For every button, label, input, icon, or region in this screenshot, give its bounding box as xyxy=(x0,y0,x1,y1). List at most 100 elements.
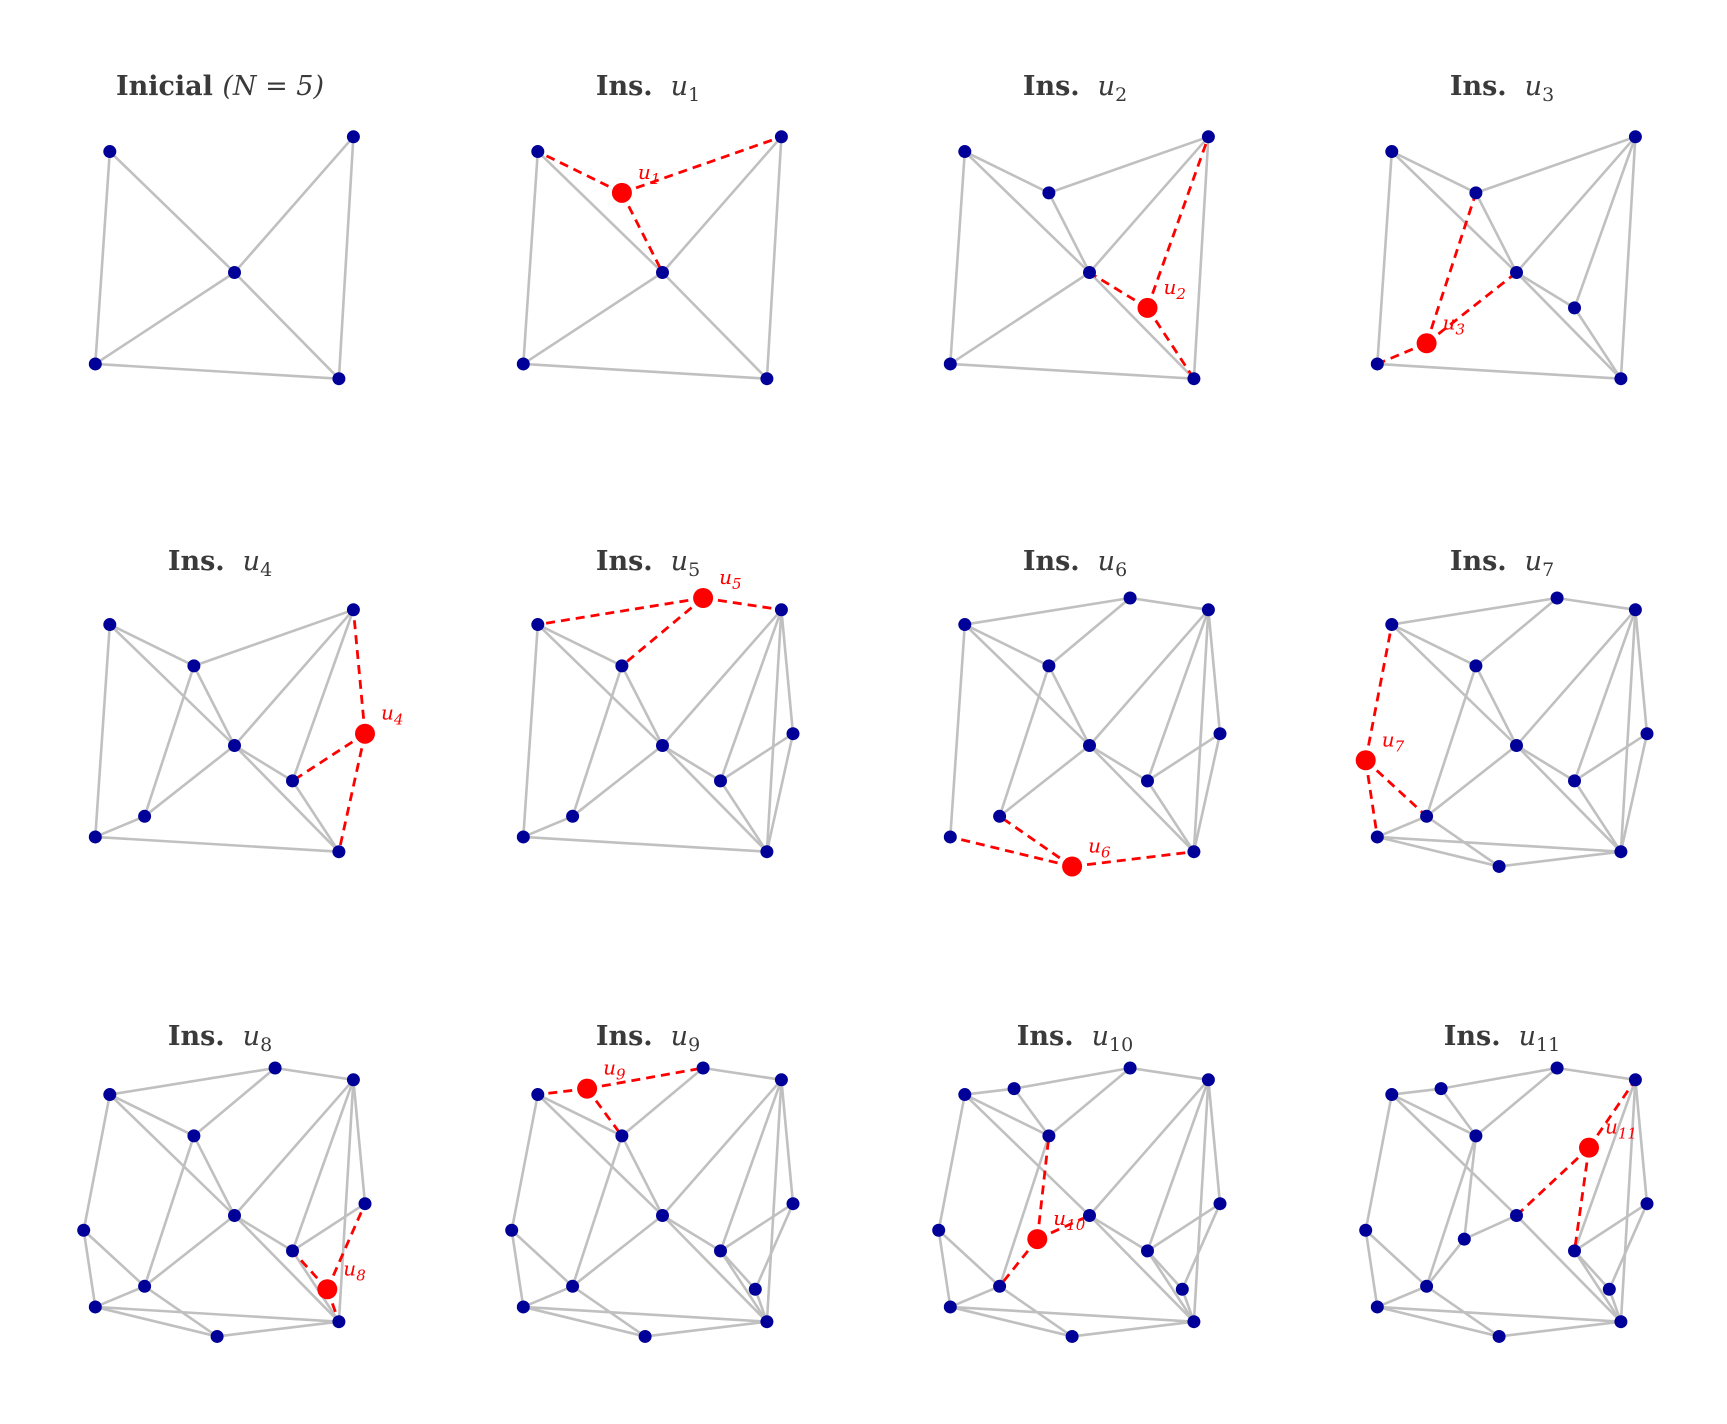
graph-edge xyxy=(1390,623,1518,747)
graph-edge xyxy=(1146,609,1210,782)
graph-node xyxy=(1568,301,1581,315)
graph-edge xyxy=(1376,835,1500,868)
panel-title-sub: 9 xyxy=(688,1034,700,1056)
graph-node xyxy=(228,1209,241,1222)
panel-title-sub: 5 xyxy=(688,559,700,581)
graph-node xyxy=(1141,1244,1154,1258)
panel-title: Ins. u5 xyxy=(596,546,700,581)
panel-title-sub: 8 xyxy=(260,1034,272,1056)
graph-edge xyxy=(1556,596,1636,612)
graph-edge xyxy=(1047,192,1091,274)
graph-edge xyxy=(949,1285,1001,1309)
inserted-node xyxy=(1137,297,1158,318)
new-edge xyxy=(1036,1214,1091,1241)
graph-node xyxy=(774,603,788,617)
graph-edge xyxy=(1634,1079,1649,1204)
panel-title-bold: Ins. xyxy=(1023,71,1089,102)
graph-edge xyxy=(1364,1094,1394,1231)
graph-edge xyxy=(94,1305,218,1338)
graph-edge xyxy=(1391,623,1477,668)
graph-edge xyxy=(1129,1066,1209,1082)
graph-edge xyxy=(964,1087,1015,1096)
graph-node xyxy=(1602,1282,1616,1296)
graph-edge xyxy=(1619,609,1637,852)
graph-node xyxy=(1492,1329,1506,1343)
new-edge xyxy=(537,150,623,195)
graph-node xyxy=(1640,1197,1654,1211)
graph-edge xyxy=(1515,135,1637,274)
graph-node xyxy=(103,1088,117,1102)
graph-node xyxy=(993,1279,1007,1293)
graph-edge xyxy=(233,271,340,380)
graph-edge xyxy=(522,1285,574,1309)
graph-node xyxy=(1550,1061,1564,1075)
graph-edge xyxy=(337,136,355,379)
graph-node xyxy=(1628,603,1642,617)
inserted-node xyxy=(577,1078,598,1099)
graph-edge xyxy=(192,665,236,747)
graph-edge xyxy=(719,780,768,853)
graph-node xyxy=(656,266,669,279)
panel-title-bold: Ins. xyxy=(1444,1021,1510,1052)
graph-node xyxy=(1141,774,1154,788)
graph-node xyxy=(1628,130,1642,144)
graph-edge xyxy=(950,1305,1194,1323)
inserted-node-label: u5 xyxy=(719,565,741,593)
graph-edge xyxy=(82,1094,112,1231)
panel-title: Ins. u4 xyxy=(168,546,272,581)
graph-edge xyxy=(109,1066,276,1096)
graph-edge xyxy=(719,609,783,782)
graph-edge xyxy=(536,1093,664,1217)
graph-edge xyxy=(1391,596,1558,626)
graph-edge xyxy=(765,1079,783,1322)
graph-edge xyxy=(644,1320,768,1338)
new-edge xyxy=(291,732,366,783)
panel-title-sub: 11 xyxy=(1536,1034,1560,1056)
graph-node xyxy=(1510,739,1523,752)
new-edge xyxy=(1425,271,1518,345)
graph-edge xyxy=(1463,1135,1478,1240)
graph-edge xyxy=(1515,744,1576,783)
graph-node xyxy=(516,357,530,371)
panel-0: Inicial (N = 5) xyxy=(88,71,360,386)
graph-edge xyxy=(1048,597,1131,667)
new-edge xyxy=(326,1203,367,1290)
graph-node xyxy=(958,618,972,632)
graph-edge xyxy=(1498,850,1622,868)
panel-title-bold: Ins. xyxy=(596,546,662,577)
graph-node xyxy=(1370,1300,1384,1314)
graph-edge xyxy=(1377,1305,1621,1323)
graph-node xyxy=(638,1329,652,1343)
graph-node xyxy=(332,1315,346,1329)
inserted-node xyxy=(1416,333,1437,354)
graph-edge xyxy=(1573,136,1637,309)
graph-node xyxy=(1614,1315,1628,1329)
panel-title-sub: 7 xyxy=(1542,559,1554,581)
graph-edge xyxy=(82,1229,146,1288)
graph-node xyxy=(1614,845,1628,859)
graph-edge xyxy=(780,609,795,734)
graph-edge xyxy=(1475,135,1636,195)
graph-edge xyxy=(1556,1066,1636,1082)
graph-node xyxy=(1420,1279,1434,1293)
graph-node xyxy=(516,830,530,844)
graph-edge xyxy=(621,1067,704,1137)
graph-node xyxy=(1083,266,1096,279)
graph-edge xyxy=(94,815,146,839)
panel-title-bold: Ins. xyxy=(1017,1021,1083,1052)
graph-edge xyxy=(523,835,767,853)
graph-edge xyxy=(1088,135,1210,274)
graph-edge xyxy=(1440,1066,1558,1090)
graph-edge xyxy=(1048,1067,1131,1137)
graph-node xyxy=(1640,727,1654,741)
graph-node xyxy=(760,372,774,386)
graph-edge xyxy=(1573,732,1648,782)
graph-edge xyxy=(964,596,1131,626)
graph-edge xyxy=(233,608,355,747)
graph-edge xyxy=(963,150,1091,274)
graph-edge xyxy=(963,1093,1091,1217)
